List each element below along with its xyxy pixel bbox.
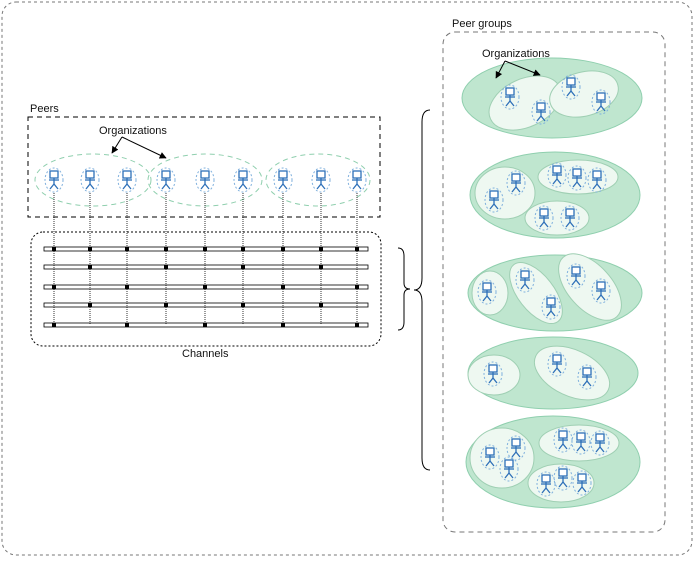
channel-node	[52, 247, 56, 251]
peer-person-icon	[577, 364, 597, 390]
channel-node	[164, 303, 168, 307]
organizations-label-left: Organizations	[99, 125, 167, 137]
channel-lines	[43, 193, 369, 328]
peer-person-icon	[567, 165, 587, 191]
peer-group-5-org-a	[469, 427, 535, 489]
peer-person-icon	[480, 444, 500, 470]
peer-group-5-org-b	[538, 424, 620, 462]
channel-node	[203, 285, 207, 289]
peer-person-icon	[536, 471, 556, 497]
peer-person-icon	[561, 74, 581, 100]
peer-person-icon	[117, 167, 137, 193]
peer-person-icon	[195, 167, 215, 193]
channel-node	[241, 265, 245, 269]
org-arrow-right-2	[504, 60, 541, 76]
channel-node	[125, 247, 129, 251]
peer-person-icon	[547, 162, 567, 188]
peer-person-icon	[572, 470, 592, 496]
peer-person-icon	[80, 167, 100, 193]
peer-person-icon	[347, 167, 367, 193]
peer-person-icon	[534, 205, 554, 231]
peer-groups-panel	[442, 31, 666, 533]
peer-person-icon	[44, 167, 64, 193]
peer-person-icon	[483, 361, 503, 387]
channel-node	[52, 323, 56, 327]
channel-node	[355, 247, 359, 251]
channel-line	[43, 302, 369, 308]
channel-node	[281, 285, 285, 289]
peer-person-icon	[506, 170, 526, 196]
peer-person-icon	[477, 279, 497, 305]
peer-person-icon	[553, 465, 573, 491]
channel-node	[319, 303, 323, 307]
channels-label: Channels	[182, 348, 229, 360]
org-arrow-left-1	[111, 136, 123, 154]
peer-person-icon	[547, 351, 567, 377]
channel-node	[355, 285, 359, 289]
peer-group-4-org-a	[467, 354, 521, 396]
channel-node	[164, 265, 168, 269]
peer-person-icon	[541, 294, 561, 320]
peer-groups-brace	[413, 109, 431, 471]
peer-person-icon	[156, 167, 176, 193]
channel-node	[88, 247, 92, 251]
peer-person-icon	[591, 89, 611, 115]
channels-brace	[397, 247, 411, 331]
peer-person-icon	[233, 167, 253, 193]
peer-person-icon	[587, 167, 607, 193]
channel-node	[125, 323, 129, 327]
channel-node	[203, 247, 207, 251]
org-arrow-left-2	[121, 136, 167, 159]
peer-person-icon	[553, 427, 573, 453]
peer-group-2-org-a	[474, 166, 536, 220]
channel-node	[52, 285, 56, 289]
peer-person-icon	[515, 267, 535, 293]
org-arrow-right-1	[495, 60, 506, 79]
peer-group-2-org-b	[537, 159, 619, 195]
peers-box	[27, 116, 381, 218]
organizations-label-right: Organizations	[482, 48, 550, 60]
channel-node	[203, 323, 207, 327]
peer-groups-label: Peer groups	[452, 18, 512, 30]
channel-node	[241, 247, 245, 251]
channel-node	[319, 247, 323, 251]
peer-person-icon	[500, 84, 520, 110]
channel-node	[355, 323, 359, 327]
channel-node	[88, 265, 92, 269]
left-peer-icons	[44, 167, 367, 193]
right-peer-icons	[477, 74, 611, 497]
channel-node	[241, 303, 245, 307]
peer-person-icon	[311, 167, 331, 193]
peer-person-icon	[590, 430, 610, 456]
peer-person-icon	[484, 187, 504, 213]
peer-person-icon	[531, 99, 551, 125]
channel-node	[125, 285, 129, 289]
peer-person-icon	[273, 167, 293, 193]
peer-person-icon	[560, 205, 580, 231]
channels-box	[30, 231, 382, 347]
channel-line	[43, 264, 369, 270]
channel-node	[281, 323, 285, 327]
organization-group-1	[34, 153, 152, 207]
channel-node	[281, 247, 285, 251]
peer-group-3-org-a	[471, 270, 509, 316]
channel-node	[164, 247, 168, 251]
peer-person-icon	[591, 278, 611, 304]
peer-person-icon	[506, 435, 526, 461]
peer-person-icon	[499, 456, 519, 482]
peer-person-icon	[571, 429, 591, 455]
peer-person-icon	[566, 263, 586, 289]
channel-node	[88, 303, 92, 307]
organization-group-3	[265, 153, 371, 207]
peers-label: Peers	[30, 103, 59, 115]
channel-node	[319, 265, 323, 269]
